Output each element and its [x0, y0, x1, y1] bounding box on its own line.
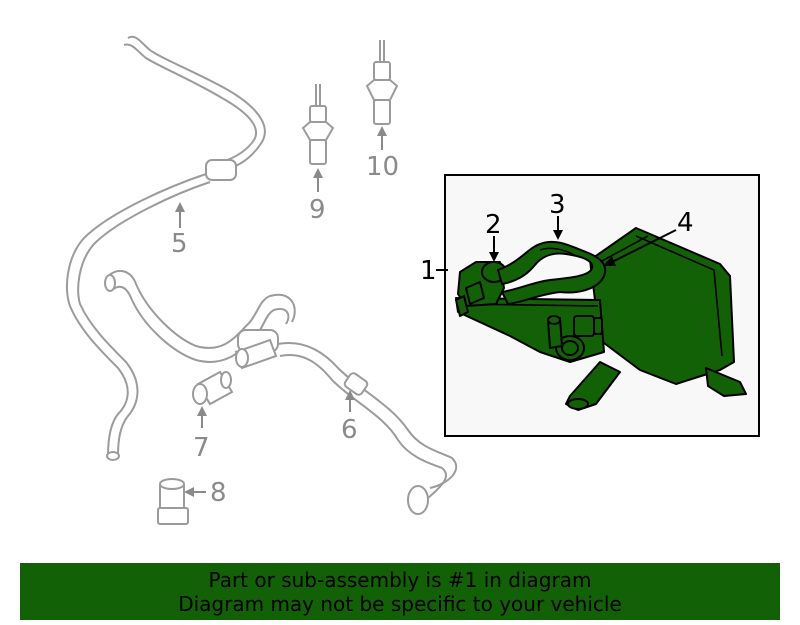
banner-line-2: Diagram may not be specific to your vehi… [178, 591, 622, 616]
part-9-sensor[interactable] [301, 84, 335, 165]
callout-6: 6 [341, 415, 358, 445]
part-5-hose[interactable] [65, 35, 266, 461]
callout-2: 2 [485, 210, 502, 240]
info-banner: Part or sub-assembly is #1 in diagram Di… [20, 563, 780, 620]
callout-4: 4 [677, 208, 694, 238]
callout-10: 10 [366, 152, 399, 182]
callout-3: 3 [549, 190, 566, 220]
callout-9: 9 [309, 195, 326, 225]
part-3-hose[interactable] [497, 240, 607, 305]
parts-diagram: 5 9 10 7 6 8 [65, 35, 760, 525]
part-8-bracket[interactable] [157, 478, 189, 525]
part-2-valve[interactable] [455, 261, 507, 317]
part-7-connector[interactable] [192, 370, 234, 406]
part-1-canister-assembly[interactable] [455, 227, 747, 411]
black-arrows [436, 216, 677, 271]
banner-line-1: Part or sub-assembly is #1 in diagram [208, 567, 592, 592]
part-6-hose[interactable] [104, 269, 458, 515]
callout-1: 1 [420, 256, 437, 286]
part-10-sensor[interactable] [365, 40, 399, 125]
callout-8: 8 [210, 478, 227, 508]
callout-5: 5 [171, 229, 188, 259]
grey-arrows [175, 126, 387, 497]
callout-7: 7 [193, 433, 210, 463]
